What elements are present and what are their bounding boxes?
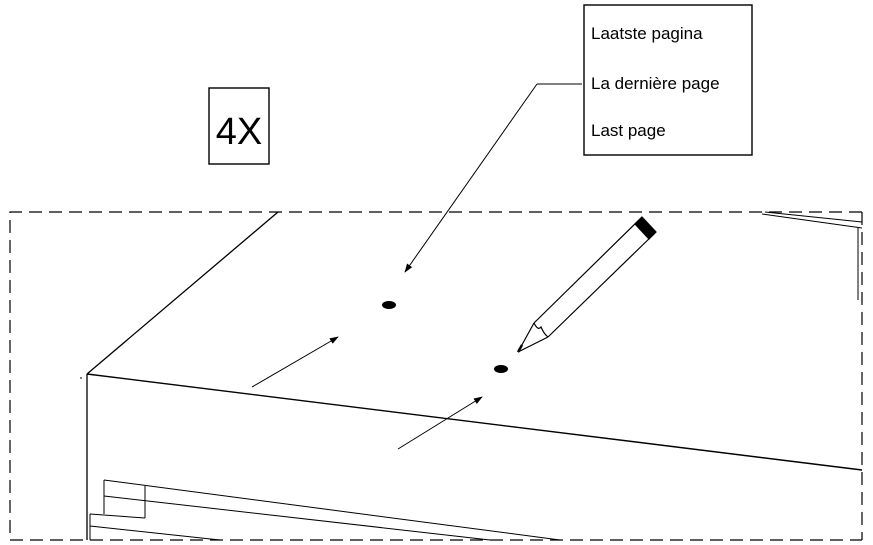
quantity-box: 4X: [208, 87, 270, 165]
note-line-english: Last page: [591, 121, 666, 140]
quantity-label: 4X: [216, 111, 262, 153]
note-leader: [404, 83, 582, 273]
hole-marker-2: [494, 365, 508, 373]
note-box: Laatste pagina La dernière page Last pag…: [583, 4, 753, 156]
pencil-icon: [516, 216, 657, 353]
note-line-french: La dernière page: [591, 74, 720, 93]
detail-frame: [9, 211, 862, 541]
note-line-dutch: Laatste pagina: [591, 24, 703, 43]
board-outline: [80, 211, 863, 540]
base-frame: [89, 479, 561, 541]
placement-arrows: [251, 336, 483, 450]
hole-marker-1: [382, 301, 396, 309]
